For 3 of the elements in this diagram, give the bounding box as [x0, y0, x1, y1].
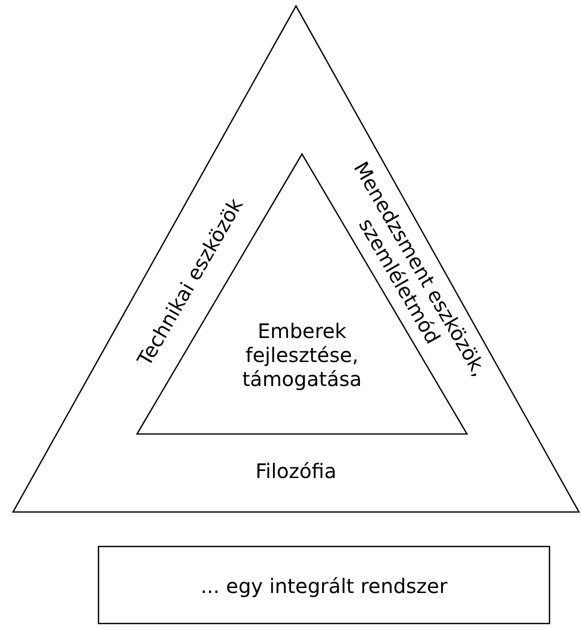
box-label: ... egy integrált rendszer: [200, 574, 448, 598]
center-label: Emberek fejlesztése, támogatása: [241, 319, 362, 391]
base-label: Filozófia: [254, 459, 338, 483]
